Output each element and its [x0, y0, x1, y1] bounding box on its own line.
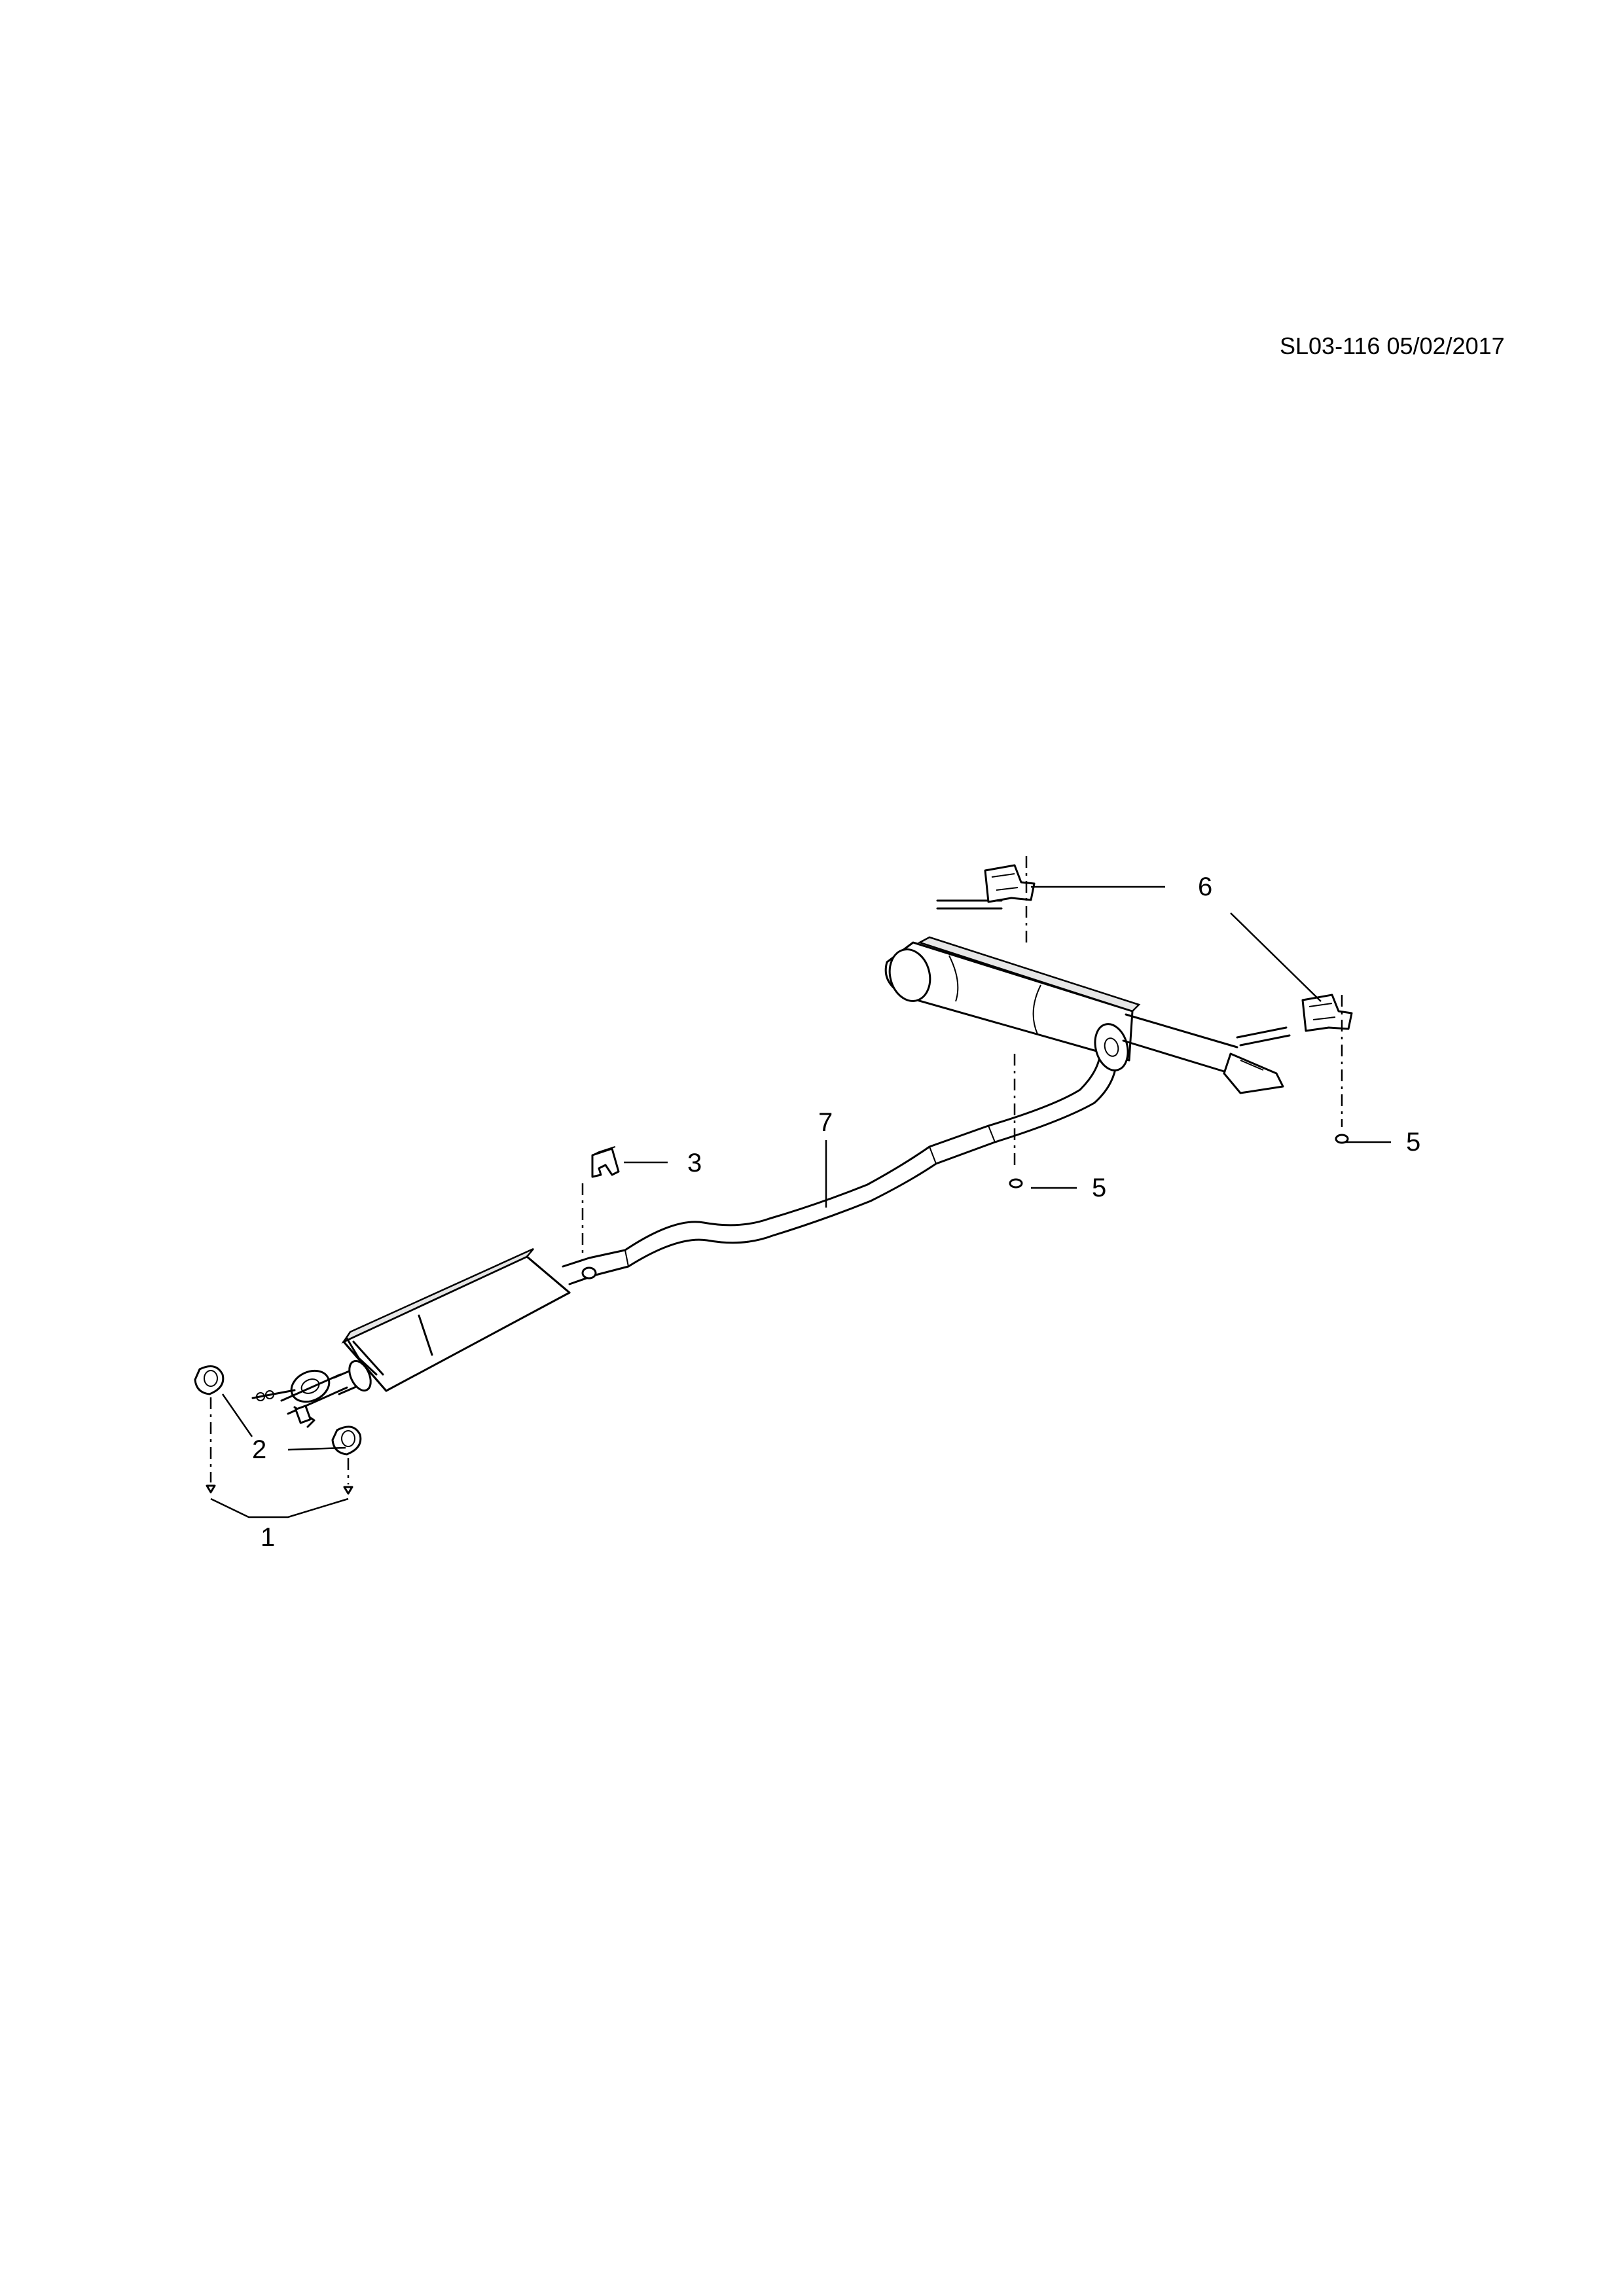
callout-2: 2 — [252, 1435, 266, 1464]
nut-part-2-left — [194, 1365, 225, 1494]
callout-5-center: 5 — [1092, 1174, 1106, 1202]
front-pipe — [333, 1359, 372, 1395]
callout-3: 3 — [687, 1149, 702, 1177]
callout-7: 7 — [818, 1108, 833, 1137]
insulator-part-3 — [581, 1146, 620, 1258]
intermediate-pipe — [562, 1056, 1117, 1285]
nut-part-2-right — [331, 1426, 362, 1495]
callout-1: 1 — [261, 1523, 275, 1552]
front-flange-assembly — [251, 1369, 348, 1428]
hanger-part-6-right — [1301, 994, 1353, 1127]
hanger-part-6-left — [984, 856, 1036, 1168]
bolt-part-5-center — [1009, 1178, 1023, 1189]
leader-lines — [210, 886, 1391, 1518]
rear-muffler — [884, 936, 1284, 1094]
bolt-part-5-right — [1335, 1134, 1349, 1144]
front-muffler — [341, 1247, 571, 1392]
callout-6: 6 — [1198, 872, 1212, 901]
diagram-reference-code: SL03-116 05/02/2017 — [1280, 332, 1505, 359]
callout-5-right: 5 — [1406, 1128, 1420, 1157]
